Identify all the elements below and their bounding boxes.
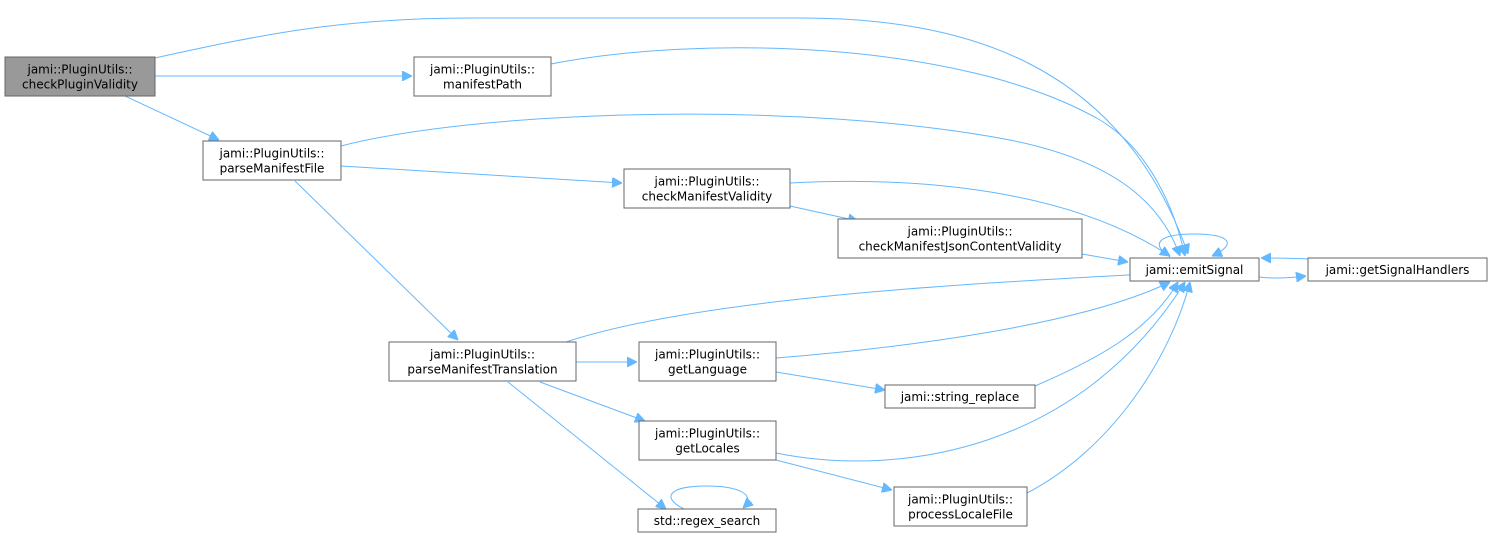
node-label-line: getLocales	[675, 442, 739, 456]
node-getSignalHandlers[interactable]: jami::getSignalHandlers	[1307, 257, 1488, 282]
node-emitSignal[interactable]: jami::emitSignal	[1129, 257, 1260, 282]
node-label-line: getLanguage	[668, 363, 747, 377]
node-box[interactable]	[202, 140, 342, 181]
node-label-line: jami::PluginUtils::	[429, 63, 535, 77]
edges-layer	[124, 17, 1309, 510]
node-label-line: checkPluginValidity	[22, 78, 138, 92]
node-box[interactable]	[884, 384, 1036, 409]
node-box[interactable]	[637, 508, 777, 533]
node-label-line: processLocaleFile	[908, 508, 1013, 522]
node-box[interactable]	[893, 486, 1028, 527]
edge-getLocales-to-processLocaleFile	[775, 459, 892, 490]
edge-processLocaleFile-to-emitSignal	[1026, 282, 1190, 494]
node-string_replace[interactable]: jami::string_replace	[884, 384, 1036, 409]
node-parseManifestTranslation[interactable]: jami::PluginUtils::parseManifestTranslat…	[388, 341, 577, 382]
node-parseManifestFile[interactable]: jami::PluginUtils::parseManifestFile	[202, 140, 342, 181]
node-box[interactable]	[638, 341, 777, 382]
edge-parseManifestTranslation-to-regex_search	[507, 381, 666, 509]
nodes-layer: jami::PluginUtils::checkPluginValidityja…	[4, 56, 1488, 533]
edge-manifestPath-to-emitSignal	[550, 47, 1185, 256]
edge-emitSignal-to-getSignalHandlers	[1258, 276, 1306, 278]
node-label-line: jami::PluginUtils::	[907, 493, 1013, 507]
edge-checkManifestValidity-to-emitSignal	[789, 180, 1170, 256]
edge-checkPluginValidity-to-emitSignal	[154, 17, 1188, 254]
node-label-line: jami::PluginUtils::	[654, 427, 760, 441]
node-box[interactable]	[1307, 257, 1488, 282]
node-checkPluginValidity[interactable]: jami::PluginUtils::checkPluginValidity	[4, 56, 156, 97]
node-label-line: jami::PluginUtils::	[26, 63, 132, 77]
edge-checkManifestJsonContentValidity-to-emitSignal	[1081, 253, 1128, 262]
node-box[interactable]	[1129, 257, 1260, 282]
edge-parseManifestTranslation-to-getLocales	[539, 381, 645, 421]
node-getLanguage[interactable]: jami::PluginUtils::getLanguage	[638, 341, 777, 382]
node-getLocales[interactable]: jami::PluginUtils::getLocales	[638, 420, 777, 461]
node-processLocaleFile[interactable]: jami::PluginUtils::processLocaleFile	[893, 486, 1028, 527]
node-regex_search[interactable]: std::regex_search	[637, 508, 777, 533]
edge-regex_search-to-regex_search	[670, 485, 748, 510]
edge-getLocales-to-emitSignal	[775, 282, 1185, 462]
edge-getLanguage-to-emitSignal	[775, 282, 1170, 359]
node-manifestPath[interactable]: jami::PluginUtils::manifestPath	[413, 56, 552, 97]
edge-parseManifestTranslation-to-emitSignal	[565, 274, 1146, 343]
node-box[interactable]	[837, 218, 1083, 259]
edge-emitSignal-to-emitSignal	[1158, 233, 1228, 258]
node-label-line: parseManifestTranslation	[407, 363, 557, 377]
edge-parseManifestFile-to-checkManifestValidity	[340, 165, 622, 183]
edge-checkPluginValidity-to-parseManifestFile	[124, 95, 219, 140]
node-label-line: jami::getSignalHandlers	[1325, 263, 1470, 277]
node-label-line: checkManifestJsonContentValidity	[859, 240, 1062, 254]
node-label-line: jami::PluginUtils::	[653, 175, 759, 189]
node-box[interactable]	[413, 56, 552, 97]
edge-string_replace-to-emitSignal	[1034, 282, 1178, 387]
node-box[interactable]	[623, 168, 791, 209]
node-label-line: jami::PluginUtils::	[429, 348, 535, 362]
node-label-line: manifestPath	[443, 78, 522, 92]
node-box[interactable]	[388, 341, 577, 382]
node-label-line: jami::string_replace	[900, 390, 1020, 404]
node-box[interactable]	[638, 420, 777, 461]
node-label-line: std::regex_search	[654, 514, 760, 528]
node-label-line: parseManifestFile	[220, 162, 325, 176]
node-box[interactable]	[4, 56, 156, 97]
node-checkManifestJsonContentValidity[interactable]: jami::PluginUtils::checkManifestJsonCont…	[837, 218, 1083, 259]
edge-getLanguage-to-string_replace	[775, 371, 885, 390]
node-checkManifestValidity[interactable]: jami::PluginUtils::checkManifestValidity	[623, 168, 791, 209]
node-label-line: checkManifestValidity	[642, 190, 772, 204]
edge-parseManifestFile-to-emitSignal	[340, 113, 1180, 256]
node-label-line: jami::PluginUtils::	[218, 147, 324, 161]
node-label-line: jami::emitSignal	[1145, 263, 1244, 277]
edge-getSignalHandlers-to-emitSignal	[1261, 258, 1309, 259]
node-label-line: jami::PluginUtils::	[654, 348, 760, 362]
node-label-line: jami::PluginUtils::	[906, 225, 1012, 239]
edge-parseManifestFile-to-parseManifestTranslation	[294, 180, 458, 340]
